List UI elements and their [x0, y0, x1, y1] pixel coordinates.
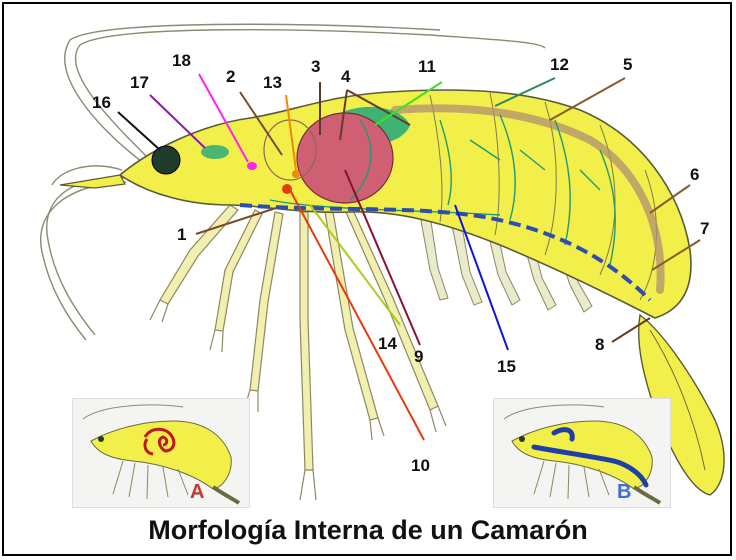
- label-7: 7: [700, 220, 709, 237]
- label-16: 16: [92, 94, 111, 111]
- label-4: 4: [341, 68, 350, 85]
- label-15: 15: [497, 358, 516, 375]
- inset-a-letter: A: [190, 482, 204, 502]
- label-12: 12: [550, 56, 569, 73]
- label-2: 2: [226, 68, 235, 85]
- label-18: 18: [172, 52, 191, 69]
- label-6: 6: [690, 166, 699, 183]
- hepatopancreas: [297, 113, 393, 203]
- label-3: 3: [311, 58, 320, 75]
- label-17: 17: [130, 74, 149, 91]
- label-9: 9: [414, 348, 423, 365]
- inset-a: A: [72, 398, 250, 508]
- compound-eye: [152, 146, 180, 174]
- inset-b: B: [493, 398, 671, 508]
- label-11: 11: [418, 58, 436, 75]
- label-14: 14: [378, 335, 397, 352]
- label-10: 10: [411, 457, 430, 474]
- brain-spot: [247, 162, 257, 170]
- diagram-title: Morfología Interna de un Camarón: [0, 517, 736, 544]
- label-5: 5: [623, 56, 632, 73]
- label-13: 13: [263, 74, 282, 91]
- inset-b-letter: B: [617, 482, 631, 502]
- label-1: 1: [177, 226, 186, 243]
- label-8: 8: [595, 336, 604, 353]
- rostrum: [60, 175, 125, 188]
- orange-spot: [292, 170, 300, 178]
